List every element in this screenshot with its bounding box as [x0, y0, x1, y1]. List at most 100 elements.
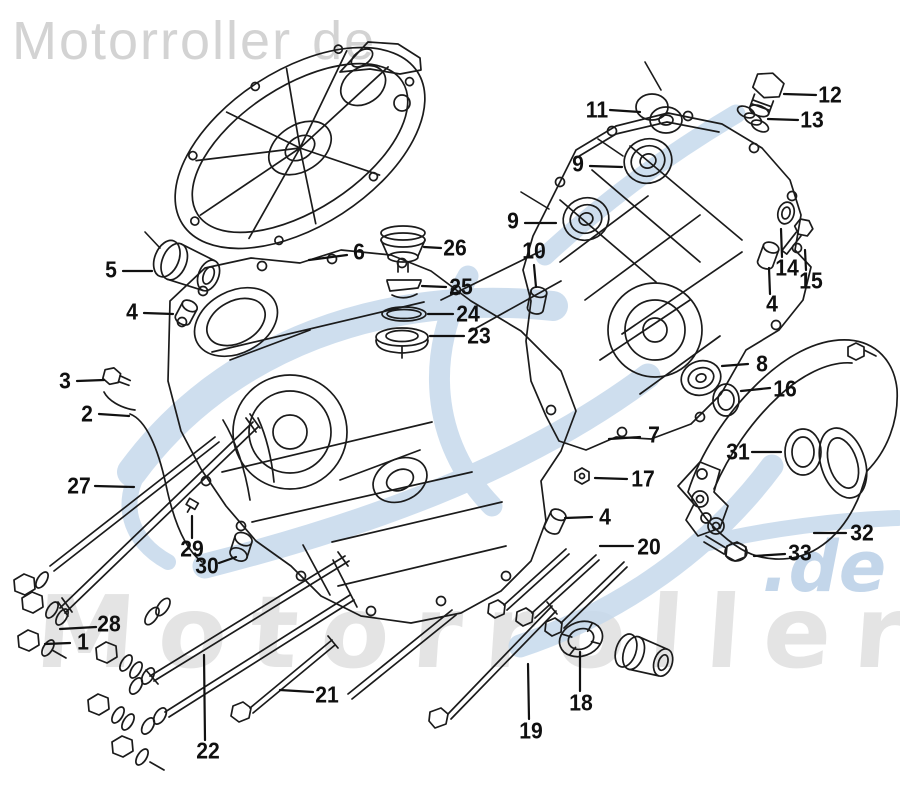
part-label-4b: 4 [766, 290, 778, 317]
leader-9a [588, 164, 624, 169]
part-label-7: 7 [648, 421, 660, 448]
pointer-ticks [144, 61, 662, 249]
leader-4b [767, 266, 772, 296]
leader-1 [43, 641, 72, 646]
leader-25 [420, 284, 448, 289]
leader-lines [43, 92, 848, 742]
dowel-4a-part [174, 299, 199, 326]
part-label-10: 10 [522, 237, 546, 264]
bottom-left-hardware-part [87, 641, 165, 771]
leader-14 [779, 227, 784, 259]
part-label-22: 22 [196, 737, 220, 764]
leader-22 [202, 653, 207, 742]
cover-lever [339, 41, 422, 75]
o-ring-24-part [381, 306, 427, 322]
bearing-9b-part [562, 196, 610, 242]
right-crankcase-part [522, 110, 812, 451]
leader-15 [803, 248, 808, 272]
seal-ring-31-part [784, 428, 822, 476]
leader-30 [217, 555, 238, 565]
leader-2 [97, 412, 131, 418]
part-label-8: 8 [756, 350, 768, 377]
leader-10 [532, 263, 538, 289]
bolt-3-part [101, 367, 132, 387]
part-label-28: 28 [97, 610, 121, 637]
leader-17 [593, 476, 629, 481]
rubber-mount-18-part [614, 633, 674, 678]
leader-13 [766, 117, 800, 122]
part-label-23: 23 [467, 322, 491, 349]
part-label-32: 32 [850, 519, 874, 546]
part-label-9b: 9 [507, 207, 519, 234]
stud-22b-part [140, 594, 355, 735]
part-label-12: 12 [818, 81, 842, 108]
bolts-20-part [487, 548, 628, 637]
washer-14-part [776, 201, 796, 225]
transmission-cover-part [174, 41, 426, 250]
clip-25-part [386, 279, 422, 299]
part-label-24: 24 [456, 300, 480, 327]
watermark-top: Motorroller de [12, 14, 376, 68]
stud-19b-part [347, 609, 457, 700]
dowel-10-part [526, 286, 548, 315]
roller-bearing-11-part [635, 93, 683, 134]
bolt-1-part [17, 629, 67, 659]
part-label-9a: 9 [572, 150, 584, 177]
leader-27 [93, 484, 136, 489]
part-label-33: 33 [788, 539, 812, 566]
leader-28 [58, 625, 98, 631]
part-label-1: 1 [77, 628, 89, 655]
leader-12 [782, 92, 818, 97]
oil-seal-16-part [712, 383, 740, 417]
part-label-21: 21 [315, 681, 339, 708]
nut-washer-stack-28-part [13, 571, 69, 626]
part-label-13: 13 [800, 106, 824, 133]
bolt-21-part [230, 635, 339, 723]
leader-19 [526, 662, 531, 721]
part-label-19: 19 [519, 717, 543, 744]
part-label-26: 26 [443, 234, 467, 261]
link-wire-2-part [103, 391, 203, 563]
part-label-5: 5 [105, 256, 117, 283]
leader-3 [75, 378, 106, 383]
bolt-19-part [428, 601, 558, 729]
leader-4c [563, 515, 594, 520]
screw-29-part [185, 497, 200, 513]
part-label-2: 2 [81, 400, 93, 427]
stud-22-part [128, 551, 350, 695]
leader-33 [752, 552, 787, 558]
engine-mount-5-part [152, 239, 221, 292]
nut-17-part [574, 467, 590, 485]
part-label-30: 30 [195, 552, 219, 579]
part-label-27: 27 [67, 472, 91, 499]
leader-7 [607, 435, 642, 441]
washer-disc-18-part [558, 620, 604, 658]
bearing-9a-part [623, 137, 673, 185]
part-label-31: 31 [726, 438, 750, 465]
leader-16 [739, 386, 772, 393]
leader-4a [142, 311, 175, 316]
part-label-15: 15 [799, 267, 823, 294]
watermark-top-text: Motorroller [12, 11, 293, 71]
spring-washers-13-part [736, 105, 770, 133]
part-label-25: 25 [449, 273, 473, 300]
oil-dipstick-26-part [380, 225, 426, 273]
part-label-20: 20 [637, 533, 661, 560]
oil-seal-23-part [375, 327, 429, 359]
part-label-4a: 4 [126, 298, 138, 325]
leader-21 [278, 688, 315, 694]
part-label-3: 3 [59, 367, 71, 394]
bolt-33-part [703, 535, 748, 562]
leader-11 [608, 108, 642, 114]
plug-30-part [229, 531, 253, 562]
part-label-16: 16 [773, 375, 797, 402]
stud-upper-left-part [49, 436, 220, 572]
line-art [13, 41, 899, 771]
leader-6 [307, 253, 349, 262]
leader-8 [720, 362, 750, 368]
part-label-11: 11 [585, 96, 609, 123]
part-label-4c: 4 [599, 503, 611, 530]
